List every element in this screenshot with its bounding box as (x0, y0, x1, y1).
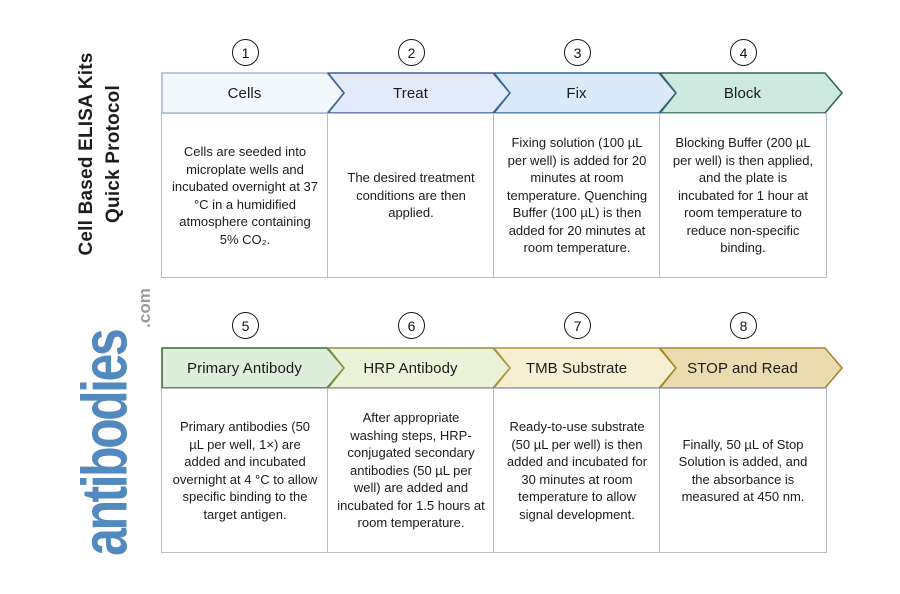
step-number-badge: 7 (564, 312, 591, 339)
step-number: 3 (573, 44, 582, 61)
page-title-line2: Quick Protocol (103, 85, 124, 223)
step-number: 6 (407, 317, 416, 334)
step-number: 5 (241, 317, 250, 334)
step-description-box: Ready-to-use substrate (50 µL per well) … (493, 388, 661, 553)
step-description-box: Fixing solution (100 µL per well) is add… (493, 113, 661, 278)
page-title: Cell Based ELISA Kits Quick Protocol (71, 34, 129, 274)
step-description: After appropriate washing steps, HRP-con… (337, 410, 485, 531)
step-description-box: Blocking Buffer (200 µL per well) is the… (659, 113, 827, 278)
step-description-box: Finally, 50 µL of Stop Solution is added… (659, 388, 827, 553)
step-number: 1 (241, 44, 250, 61)
step-number-badge: 4 (730, 39, 757, 66)
step-description-box: The desired treatment conditions are the… (327, 113, 495, 278)
step-label: HRP Antibody (363, 359, 458, 377)
step-number-badge: 6 (398, 312, 425, 339)
step-label: Primary Antibody (187, 359, 302, 377)
step-description: Cells are seeded into microplate wells a… (172, 144, 318, 247)
step-description: Primary antibodies (50 µL per well, 1×) … (172, 419, 318, 522)
step-number: 4 (739, 44, 748, 61)
step-number-badge: 1 (232, 39, 259, 66)
brand-logo-name: antibodies (69, 330, 141, 556)
step-number-badge: 5 (232, 312, 259, 339)
step-number: 8 (739, 317, 748, 334)
step-number: 2 (407, 44, 416, 61)
step-label: TMB Substrate (525, 359, 628, 377)
step-description: Blocking Buffer (200 µL per well) is the… (672, 135, 814, 256)
step-number-badge: 8 (730, 312, 757, 339)
step-label: Treat (393, 84, 428, 102)
step-label: Cells (227, 84, 262, 102)
step-description: Fixing solution (100 µL per well) is add… (506, 135, 648, 256)
brand-logo-suffix: .com (135, 288, 154, 328)
step-description: Finally, 50 µL of Stop Solution is added… (678, 436, 808, 505)
step-number-badge: 2 (398, 39, 425, 66)
step-description-box: After appropriate washing steps, HRP-con… (327, 388, 495, 553)
step-label: STOP and Read (687, 359, 798, 377)
page-title-line1: Cell Based ELISA Kits (76, 52, 97, 256)
step-label: Fix (566, 84, 587, 102)
step-number-badge: 3 (564, 39, 591, 66)
step-description: The desired treatment conditions are the… (347, 170, 475, 221)
step-description: Ready-to-use substrate (50 µL per well) … (506, 419, 648, 522)
brand-logo: antibodies .com (42, 262, 154, 582)
step-number: 7 (573, 317, 582, 334)
step-label: Block (723, 84, 762, 102)
step-description-box: Primary antibodies (50 µL per well, 1×) … (161, 388, 329, 553)
step-description-box: Cells are seeded into microplate wells a… (161, 113, 329, 278)
